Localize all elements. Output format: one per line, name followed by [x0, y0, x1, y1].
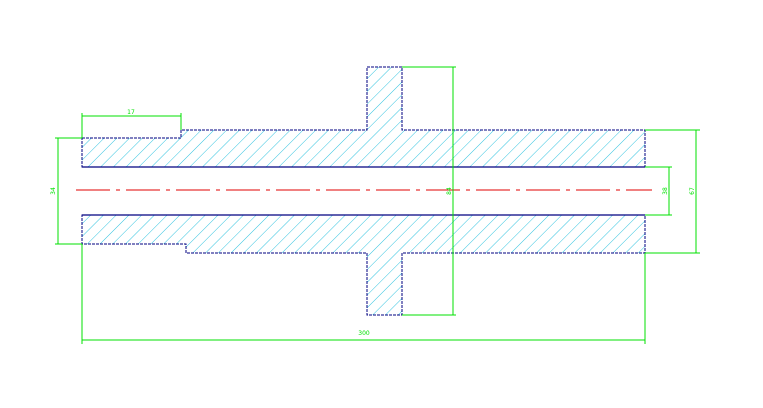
dimension-text-flange-diameter: 84 — [446, 187, 453, 195]
shaft-lower-section — [81, 214, 646, 316]
dimension-flange-diameter — [402, 66, 456, 316]
dimension-left-diameter — [55, 137, 82, 245]
dimension-text-step-length: 17 — [127, 109, 135, 116]
dimension-text-right-diameter: 67 — [689, 187, 696, 195]
dimension-text-bore-diameter: 38 — [662, 187, 669, 195]
dimension-bore-diameter — [645, 166, 672, 216]
dimension-overall-length — [81, 244, 646, 344]
dimension-text-overall-length: 300 — [358, 330, 370, 337]
shaft-upper-section — [81, 66, 646, 168]
dimension-top-left-step — [81, 113, 182, 138]
dimension-right-diameter — [645, 129, 700, 254]
dimension-text-left-diameter: 34 — [50, 187, 57, 195]
